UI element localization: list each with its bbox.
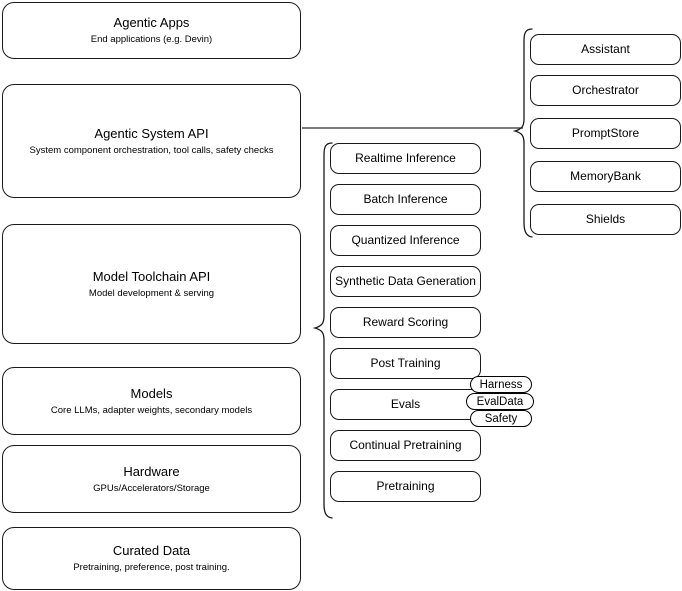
component-label: Evals bbox=[390, 397, 421, 411]
component-label: PromptStore bbox=[571, 126, 640, 140]
badge-label: Harness bbox=[479, 378, 523, 391]
component-label: Continual Pretraining bbox=[349, 438, 462, 452]
badge-label: EvalData bbox=[476, 395, 524, 408]
layer-subtitle: System component orchestration, tool cal… bbox=[29, 144, 274, 156]
layer-agentic-system-api[interactable]: Agentic System API System component orch… bbox=[2, 84, 301, 198]
component-label: Quantized Inference bbox=[351, 233, 460, 247]
layer-model-toolchain-api[interactable]: Model Toolchain API Model development & … bbox=[2, 224, 301, 344]
component-promptstore[interactable]: PromptStore bbox=[530, 118, 681, 149]
layer-title: Hardware bbox=[123, 463, 180, 479]
component-label: Shields bbox=[585, 212, 626, 226]
component-shields[interactable]: Shields bbox=[530, 204, 681, 235]
component-continual-pretraining[interactable]: Continual Pretraining bbox=[330, 430, 481, 461]
component-orchestrator[interactable]: Orchestrator bbox=[530, 75, 681, 106]
component-evals[interactable]: Evals bbox=[330, 389, 481, 420]
layer-title: Agentic System API bbox=[94, 125, 209, 141]
badge-evaldata[interactable]: EvalData bbox=[466, 393, 534, 410]
brace-system-components bbox=[512, 26, 534, 242]
layer-agentic-apps[interactable]: Agentic Apps End applications (e.g. Devi… bbox=[2, 2, 301, 59]
component-assistant[interactable]: Assistant bbox=[530, 34, 681, 65]
component-label: MemoryBank bbox=[570, 169, 641, 183]
layer-models[interactable]: Models Core LLMs, adapter weights, secon… bbox=[2, 367, 301, 435]
component-label: Orchestrator bbox=[572, 83, 639, 97]
component-label: Realtime Inference bbox=[355, 151, 456, 165]
component-quantized-inference[interactable]: Quantized Inference bbox=[330, 225, 481, 256]
badge-safety[interactable]: Safety bbox=[470, 410, 532, 427]
badge-label: Safety bbox=[484, 412, 518, 425]
brace-toolchain-components bbox=[312, 140, 334, 522]
badge-harness[interactable]: Harness bbox=[470, 376, 532, 393]
component-label: Post Training bbox=[370, 356, 441, 370]
layer-subtitle: GPUs/Accelerators/Storage bbox=[93, 482, 210, 494]
component-reward-scoring[interactable]: Reward Scoring bbox=[330, 307, 481, 338]
connector-system-api-to-components bbox=[301, 118, 526, 140]
layer-title: Model Toolchain API bbox=[92, 268, 211, 284]
layer-subtitle: Model development & serving bbox=[88, 287, 215, 299]
component-label: Synthetic Data Generation bbox=[335, 274, 476, 288]
layer-subtitle: Pretraining, preference, post training. bbox=[73, 562, 230, 573]
component-synthetic-data-generation[interactable]: Synthetic Data Generation bbox=[330, 266, 481, 297]
layer-subtitle: Core LLMs, adapter weights, secondary mo… bbox=[50, 404, 253, 416]
component-realtime-inference[interactable]: Realtime Inference bbox=[330, 143, 481, 174]
layer-curated-data[interactable]: Curated Data Pretraining, preference, po… bbox=[2, 527, 301, 590]
layer-subtitle: End applications (e.g. Devin) bbox=[90, 34, 213, 45]
layer-hardware[interactable]: Hardware GPUs/Accelerators/Storage bbox=[2, 445, 301, 513]
component-post-training[interactable]: Post Training bbox=[330, 348, 481, 379]
component-batch-inference[interactable]: Batch Inference bbox=[330, 184, 481, 215]
component-pretraining[interactable]: Pretraining bbox=[330, 471, 481, 502]
component-memorybank[interactable]: MemoryBank bbox=[530, 161, 681, 192]
layer-title: Models bbox=[130, 385, 173, 401]
component-label: Assistant bbox=[581, 42, 630, 56]
layer-title: Curated Data bbox=[112, 543, 191, 558]
component-label: Batch Inference bbox=[363, 192, 448, 206]
component-label: Pretraining bbox=[376, 479, 435, 493]
component-label: Reward Scoring bbox=[362, 315, 449, 329]
layer-title: Agentic Apps bbox=[113, 15, 190, 30]
